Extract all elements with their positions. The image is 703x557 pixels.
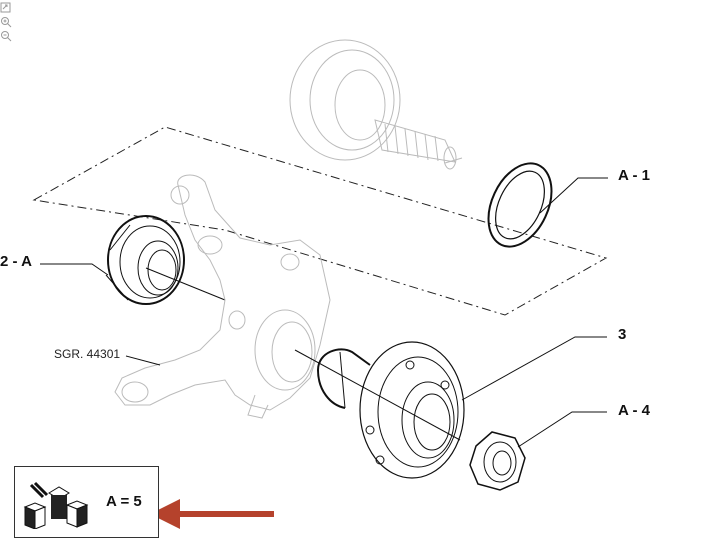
legend-box: A = 5 <box>14 466 159 538</box>
label-3: 3 <box>618 326 626 343</box>
label-a4: A - 4 <box>618 402 651 419</box>
leader-3 <box>461 336 607 401</box>
leader-2a <box>40 263 109 276</box>
drive-shaft-joint <box>289 39 463 170</box>
label-2a: 2 - A <box>0 253 32 270</box>
viewer-toolbar <box>0 2 14 44</box>
wheel-bearing <box>105 215 226 305</box>
label-sgr: SGR. 44301 <box>54 347 120 361</box>
leader-a1 <box>539 177 608 214</box>
legend-text: A = 5 <box>106 493 142 510</box>
leader-a4 <box>517 411 607 448</box>
zoom-in-icon[interactable] <box>0 16 12 28</box>
fit-page-icon[interactable] <box>0 2 12 14</box>
hub-nut <box>469 431 526 491</box>
label-a1: A - 1 <box>618 167 650 184</box>
leader-sgr <box>125 355 161 366</box>
circlip-a1 <box>487 162 553 248</box>
steering-knuckle <box>114 174 331 419</box>
assembly-dashed-outline <box>32 126 608 316</box>
tool-kit-icon <box>23 481 89 529</box>
zoom-out-icon[interactable] <box>0 30 12 42</box>
wheel-hub <box>294 341 465 479</box>
legend-pointer-arrow <box>150 499 274 529</box>
